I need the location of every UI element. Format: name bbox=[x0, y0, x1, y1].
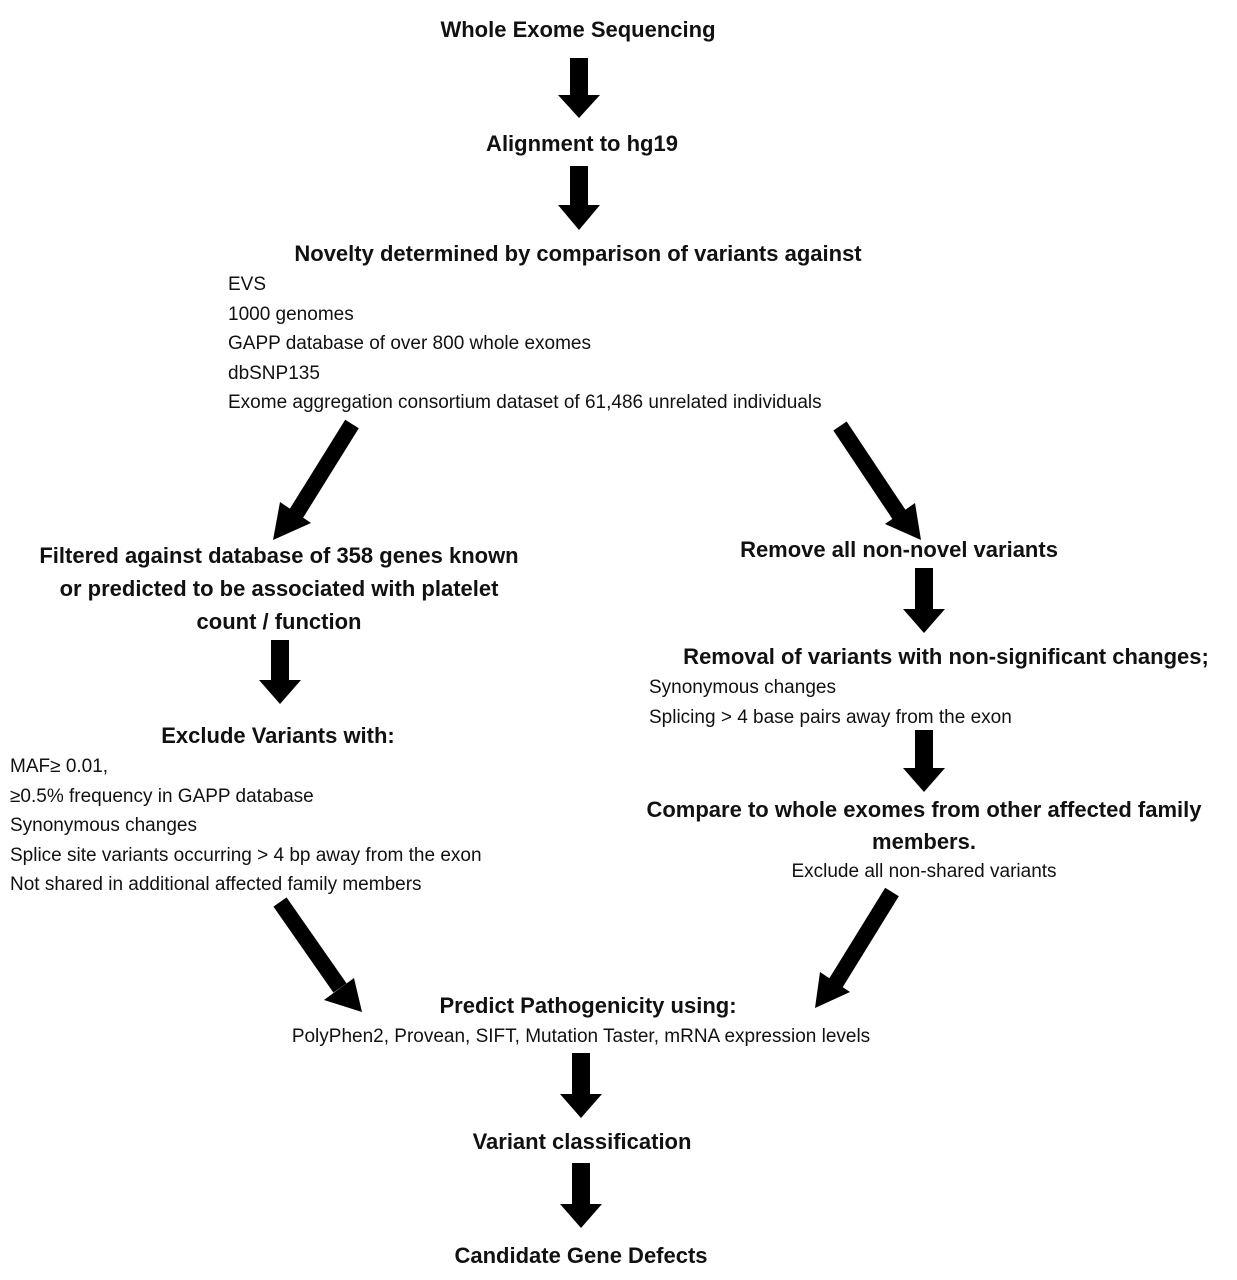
step-novelty-title: Novelty determined by comparison of vari… bbox=[294, 241, 862, 266]
arrow-compare-to-predict-head bbox=[815, 972, 850, 1008]
step-remove-non-novel: Remove all non-novel variants bbox=[740, 537, 1058, 562]
arrow-wes-to-align bbox=[558, 58, 600, 118]
step-alignment: Alignment to hg19 bbox=[486, 131, 678, 156]
arrow-remove-to-removal bbox=[903, 568, 945, 633]
arrow-align-to-novelty bbox=[558, 166, 600, 230]
removal-criteria-list: Synonymous changes Splicing > 4 base pai… bbox=[649, 673, 1012, 732]
exclude-criteria-list: MAF≥ 0.01, ≥0.5% frequency in GAPP datab… bbox=[10, 752, 482, 900]
novelty-database-list: EVS 1000 genomes GAPP database of over 8… bbox=[228, 270, 822, 418]
step-filtered-line-1: Filtered against database of 358 genes k… bbox=[39, 543, 519, 568]
step-compare-line-2: members. bbox=[872, 829, 976, 854]
list-item: Exome aggregation consortium dataset of … bbox=[228, 392, 822, 413]
arrow-exclude-to-predict-head bbox=[324, 978, 362, 1012]
step-exclude-title: Exclude Variants with: bbox=[161, 723, 395, 748]
list-item: EVS bbox=[228, 274, 267, 295]
step-whole-exome-sequencing: Whole Exome Sequencing bbox=[440, 17, 716, 42]
list-item: dbSNP135 bbox=[228, 362, 320, 384]
step-variant-classification: Variant classification bbox=[472, 1129, 692, 1154]
step-predict-tools: PolyPhen2, Provean, SIFT, Mutation Taste… bbox=[291, 1026, 871, 1047]
list-item: Synonymous changes bbox=[649, 677, 836, 698]
step-predict-title: Predict Pathogenicity using: bbox=[439, 993, 737, 1018]
list-item: GAPP database of over 800 whole exomes bbox=[228, 333, 591, 354]
arrow-novelty-to-remove-shaft bbox=[833, 421, 907, 521]
arrow-novelty-to-filtered-shaft bbox=[289, 419, 359, 519]
arrow-removal-to-compare bbox=[903, 730, 945, 792]
list-item: MAF≥ 0.01, bbox=[10, 756, 109, 777]
arrow-exclude-to-predict-shaft bbox=[273, 897, 347, 993]
list-item: Splice site variants occurring > 4 bp aw… bbox=[10, 844, 482, 866]
step-compare-line-1: Compare to whole exomes from other affec… bbox=[646, 797, 1202, 822]
arrow-novelty-to-filtered-head bbox=[273, 502, 311, 540]
step-removal-title: Removal of variants with non-significant… bbox=[683, 644, 1209, 669]
arrow-filtered-to-exclude bbox=[259, 640, 301, 704]
step-filtered-line-3: count / function bbox=[196, 609, 362, 634]
list-item: Synonymous changes bbox=[10, 815, 197, 836]
list-item: Splicing > 4 base pairs away from the ex… bbox=[649, 706, 1012, 728]
arrow-novelty-to-remove-head bbox=[885, 503, 921, 540]
step-candidate-gene-defects: Candidate Gene Defects bbox=[454, 1243, 708, 1268]
step-filtered-line-2: or predicted to be associated with plate… bbox=[59, 576, 499, 601]
list-item: 1000 genomes bbox=[228, 303, 354, 325]
arrow-predict-to-classification bbox=[560, 1053, 602, 1118]
list-item: Not shared in additional affected family… bbox=[10, 874, 422, 895]
arrow-compare-to-predict-shaft bbox=[827, 887, 899, 991]
step-compare-subtext: Exclude all non-shared variants bbox=[791, 861, 1057, 882]
list-item: ≥0.5% frequency in GAPP database bbox=[10, 785, 314, 807]
arrow-classification-to-candidates bbox=[560, 1163, 602, 1228]
